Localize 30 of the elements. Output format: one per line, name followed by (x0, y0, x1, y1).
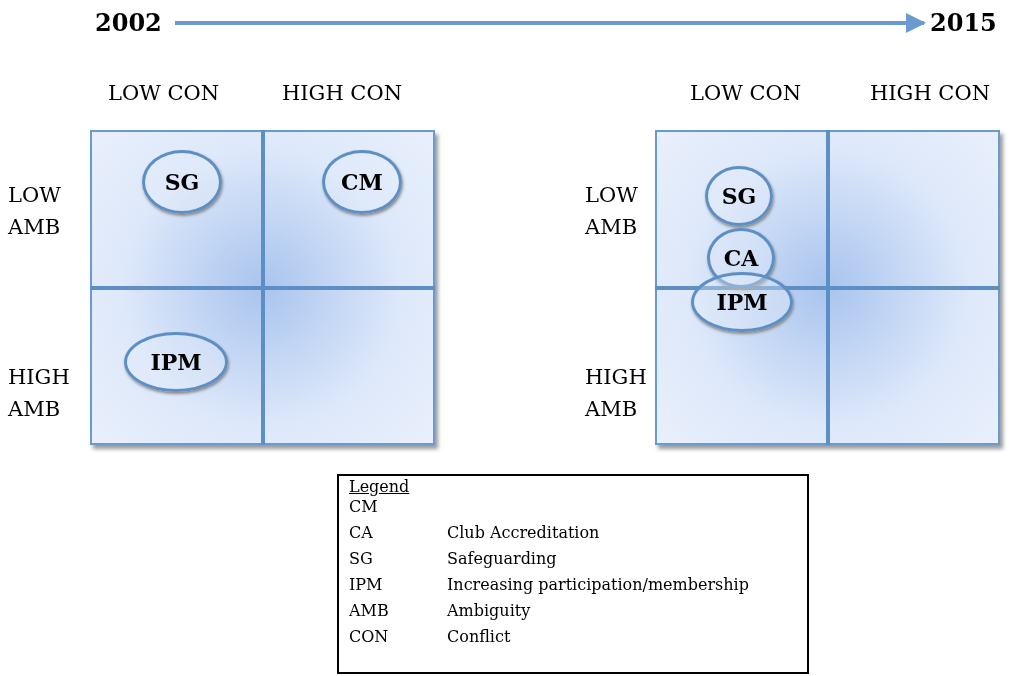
policy-circle: IPM (691, 272, 793, 332)
legend-abbreviation: SG (349, 550, 373, 569)
axis-label: LOW AMB (8, 182, 62, 241)
axis-label: LOW CON (690, 80, 803, 107)
timeline-arrow (175, 13, 926, 33)
quadrant-matrix (655, 130, 1000, 445)
year-text: 2002 (95, 8, 165, 42)
legend-description: Safeguarding (447, 550, 557, 569)
axis-label: HIGH CON (282, 80, 404, 107)
legend-abbreviation: CON (349, 628, 389, 647)
legend-description: Conflict (447, 628, 511, 647)
legend-title: Legend (349, 478, 410, 497)
legend-description: Increasing participation/membership (447, 576, 749, 595)
legend-description: Ambiguity (447, 602, 531, 621)
legend-abbreviation: CM (349, 498, 378, 517)
axis-label: HIGH CON (870, 80, 992, 107)
policy-circle: SG (705, 166, 773, 226)
axis-label: LOW CON (108, 80, 221, 107)
axis-label: HIGH AMB (8, 364, 68, 423)
policy-circle: SG (142, 150, 222, 214)
quadrant-matrix (90, 130, 435, 445)
legend-abbreviation: AMB (349, 602, 389, 621)
policy-circle: CM (322, 150, 402, 214)
legend-abbreviation: IPM (349, 576, 383, 595)
axis-label: LOW AMB (585, 182, 639, 241)
legend-abbreviation: CA (349, 524, 373, 543)
legend-description: Club Accreditation (447, 524, 600, 543)
axis-label: HIGH AMB (585, 364, 645, 423)
policy-circle: IPM (124, 332, 228, 392)
year-text: 2015 (930, 8, 1000, 42)
